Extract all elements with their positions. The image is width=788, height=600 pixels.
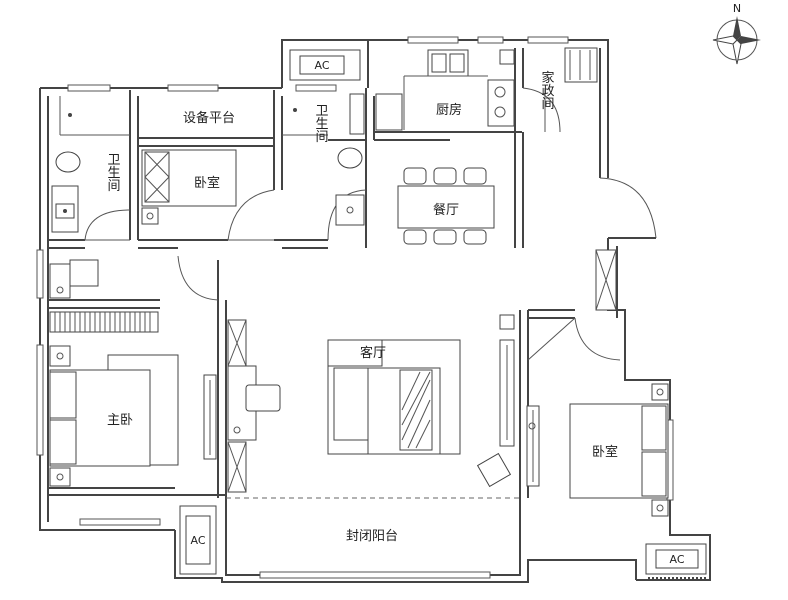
room-label-master: 主卧 (107, 413, 133, 428)
room-label-living: 客厅 (360, 345, 386, 361)
room-label-bath-left: 卫生间 (105, 153, 121, 192)
room-label-kitchen: 厨房 (436, 102, 462, 118)
compass: N (712, 2, 761, 65)
room-label-bedroom-right: 卧室 (592, 444, 618, 460)
room-label-equipment: 设备平台 (183, 110, 235, 126)
room-label-dining: 餐厅 (433, 202, 459, 218)
desk-area (227, 319, 281, 493)
master-furniture (49, 259, 217, 487)
bath-left-fixtures (51, 96, 130, 233)
ac-label-bottom-left: AC (190, 534, 205, 547)
ac-units (179, 49, 707, 579)
doors (84, 87, 621, 361)
room-label-bath-mid: 卫生间 (313, 104, 329, 143)
room-label-utility: 家政间 (539, 70, 555, 110)
compass-north-label: N (733, 2, 741, 15)
interior-walls (48, 48, 575, 499)
bedroom-top-furniture (141, 149, 237, 225)
dining-table (397, 167, 495, 245)
living-furniture (327, 314, 515, 488)
bedroom-right-furniture (526, 249, 669, 517)
room-label-bedroom-top: 卧室 (194, 175, 220, 191)
utility-fixtures (564, 47, 598, 83)
bath-mid-fixtures (282, 93, 365, 226)
kitchen-fixtures (375, 49, 515, 131)
ac-label-top: AC (314, 59, 329, 72)
windows (36, 36, 674, 579)
room-label-balcony: 封闭阳台 (346, 529, 398, 544)
ac-label-bottom-right: AC (669, 553, 684, 566)
